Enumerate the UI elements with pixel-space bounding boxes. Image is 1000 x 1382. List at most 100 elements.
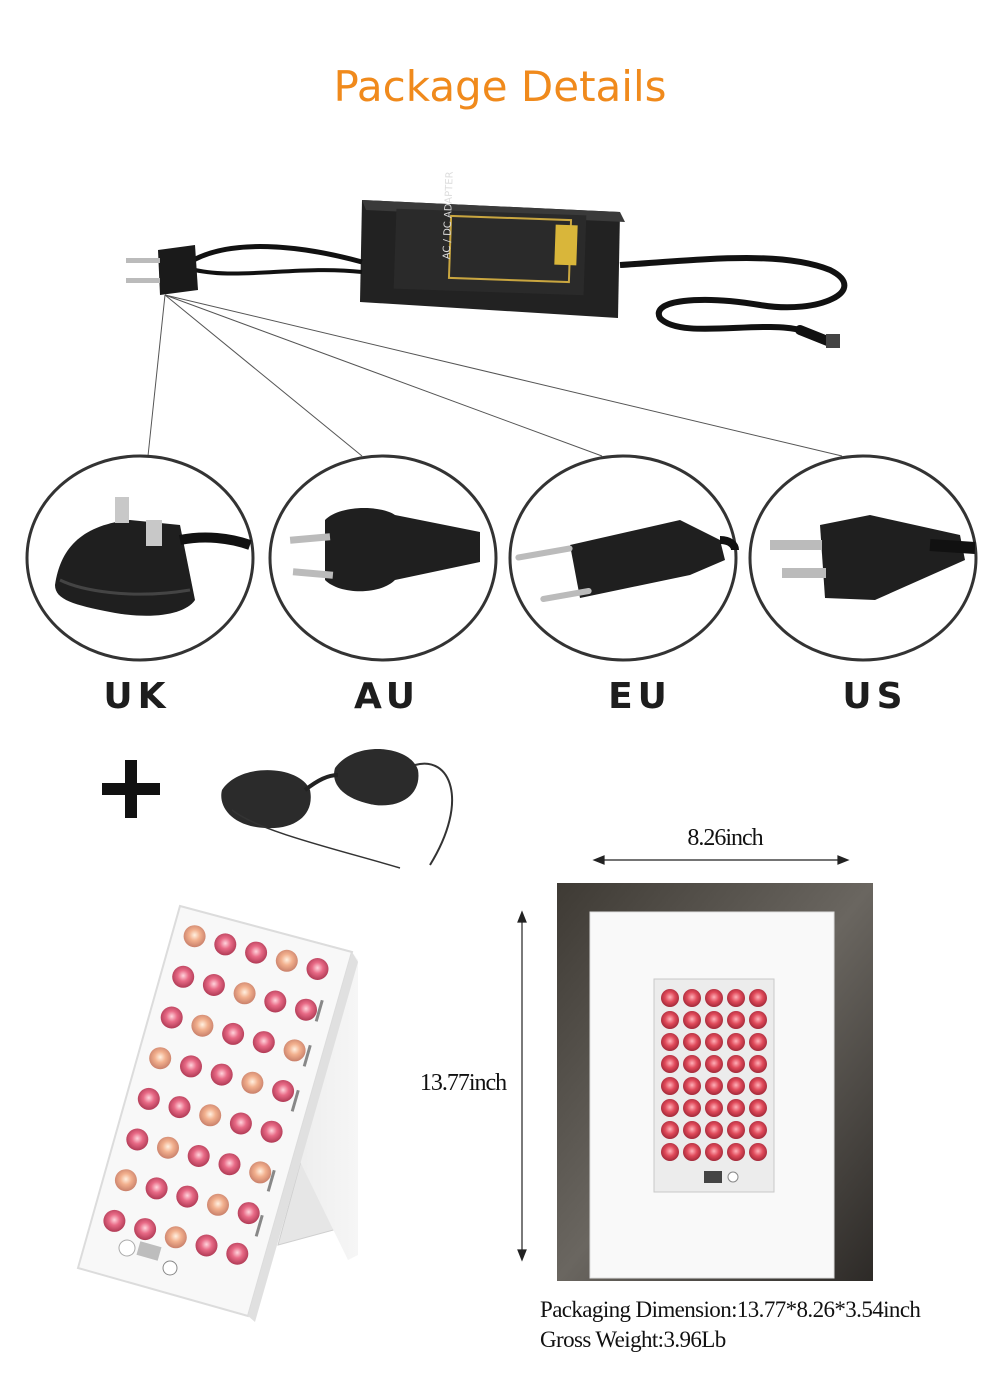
led [661,1099,679,1117]
led [283,1039,306,1062]
led [210,1063,233,1086]
plug-label-uk: UK [103,676,171,717]
goggles-image [221,749,454,869]
led [191,1014,214,1037]
led [683,1143,701,1161]
led [705,1033,723,1051]
led [749,1077,767,1095]
led [683,1011,701,1029]
height-dimension: 13.77inch [419,1070,507,1096]
led [249,1161,272,1184]
led [749,1055,767,1073]
led [661,989,679,1007]
plug-us-image [748,454,978,662]
led [705,1121,723,1139]
light-panel-image [76,904,358,1322]
led [126,1128,149,1151]
led [705,1077,723,1095]
led [195,1234,218,1257]
led [705,1099,723,1117]
led [727,1055,745,1073]
led [114,1169,137,1192]
led [727,1143,745,1161]
led [207,1193,229,1216]
led [260,1120,283,1143]
box-led-grid [661,989,767,1161]
led [202,974,225,996]
led [168,1096,191,1119]
led [183,925,206,948]
led [727,1099,745,1117]
led [160,1006,183,1029]
led [705,989,723,1007]
plug-au-image [268,454,498,662]
led [245,941,268,964]
width-dimension: 8.26inch [687,825,763,851]
led [749,1143,767,1161]
leader-lines [147,294,843,457]
led [214,933,237,956]
led [727,1011,745,1029]
led [705,1143,723,1161]
led [683,1055,701,1073]
led [749,1011,767,1029]
led [275,949,298,972]
led [149,1047,172,1070]
panel-led-grid [103,925,329,1265]
led [683,1033,701,1051]
led [172,965,195,988]
gross-weight-text: Gross Weight:3.96Lb [540,1327,726,1352]
led [164,1226,187,1249]
led [295,998,317,1021]
packaging-dimension-text: Packaging Dimension:13.77*8.26*3.54inch [540,1297,921,1322]
led [683,1077,701,1095]
adapter-label: AC / DC ADAPTER [442,171,456,259]
led [727,1033,745,1051]
led [683,989,701,1007]
packaging-box-image [557,883,873,1281]
led [199,1104,222,1127]
led [306,958,329,980]
plug-uk-image [25,454,255,662]
plug-label-us: US [842,676,908,717]
led [229,1112,252,1135]
led [237,1202,260,1225]
power-adapter: AC / DC ADAPTER [126,171,848,348]
led [157,1136,179,1159]
led [683,1099,701,1117]
plug-label-eu: EU [608,676,672,717]
led [727,1077,745,1095]
led [241,1071,264,1094]
led [749,1121,767,1139]
led [661,1033,679,1051]
led [705,1055,723,1073]
led [661,1077,679,1095]
led [103,1209,126,1232]
page-title: Package Details [333,62,667,111]
led [180,1055,202,1078]
led [252,1031,275,1054]
led [661,1055,679,1073]
led [222,1022,245,1045]
led [749,1033,767,1051]
plug-eu-image [508,454,739,662]
led [176,1185,199,1208]
led [727,989,745,1007]
led [233,982,256,1005]
led [187,1145,210,1167]
led [137,1087,160,1110]
led [661,1011,679,1029]
led [661,1143,679,1161]
led [661,1121,679,1139]
led [145,1177,168,1200]
plus-symbol [102,760,160,818]
led [705,1011,723,1029]
led [218,1153,241,1176]
dimension-arrows [517,855,850,1262]
led [749,989,767,1007]
led [749,1099,767,1117]
led [683,1121,701,1139]
led [226,1242,249,1265]
led [272,1080,295,1102]
